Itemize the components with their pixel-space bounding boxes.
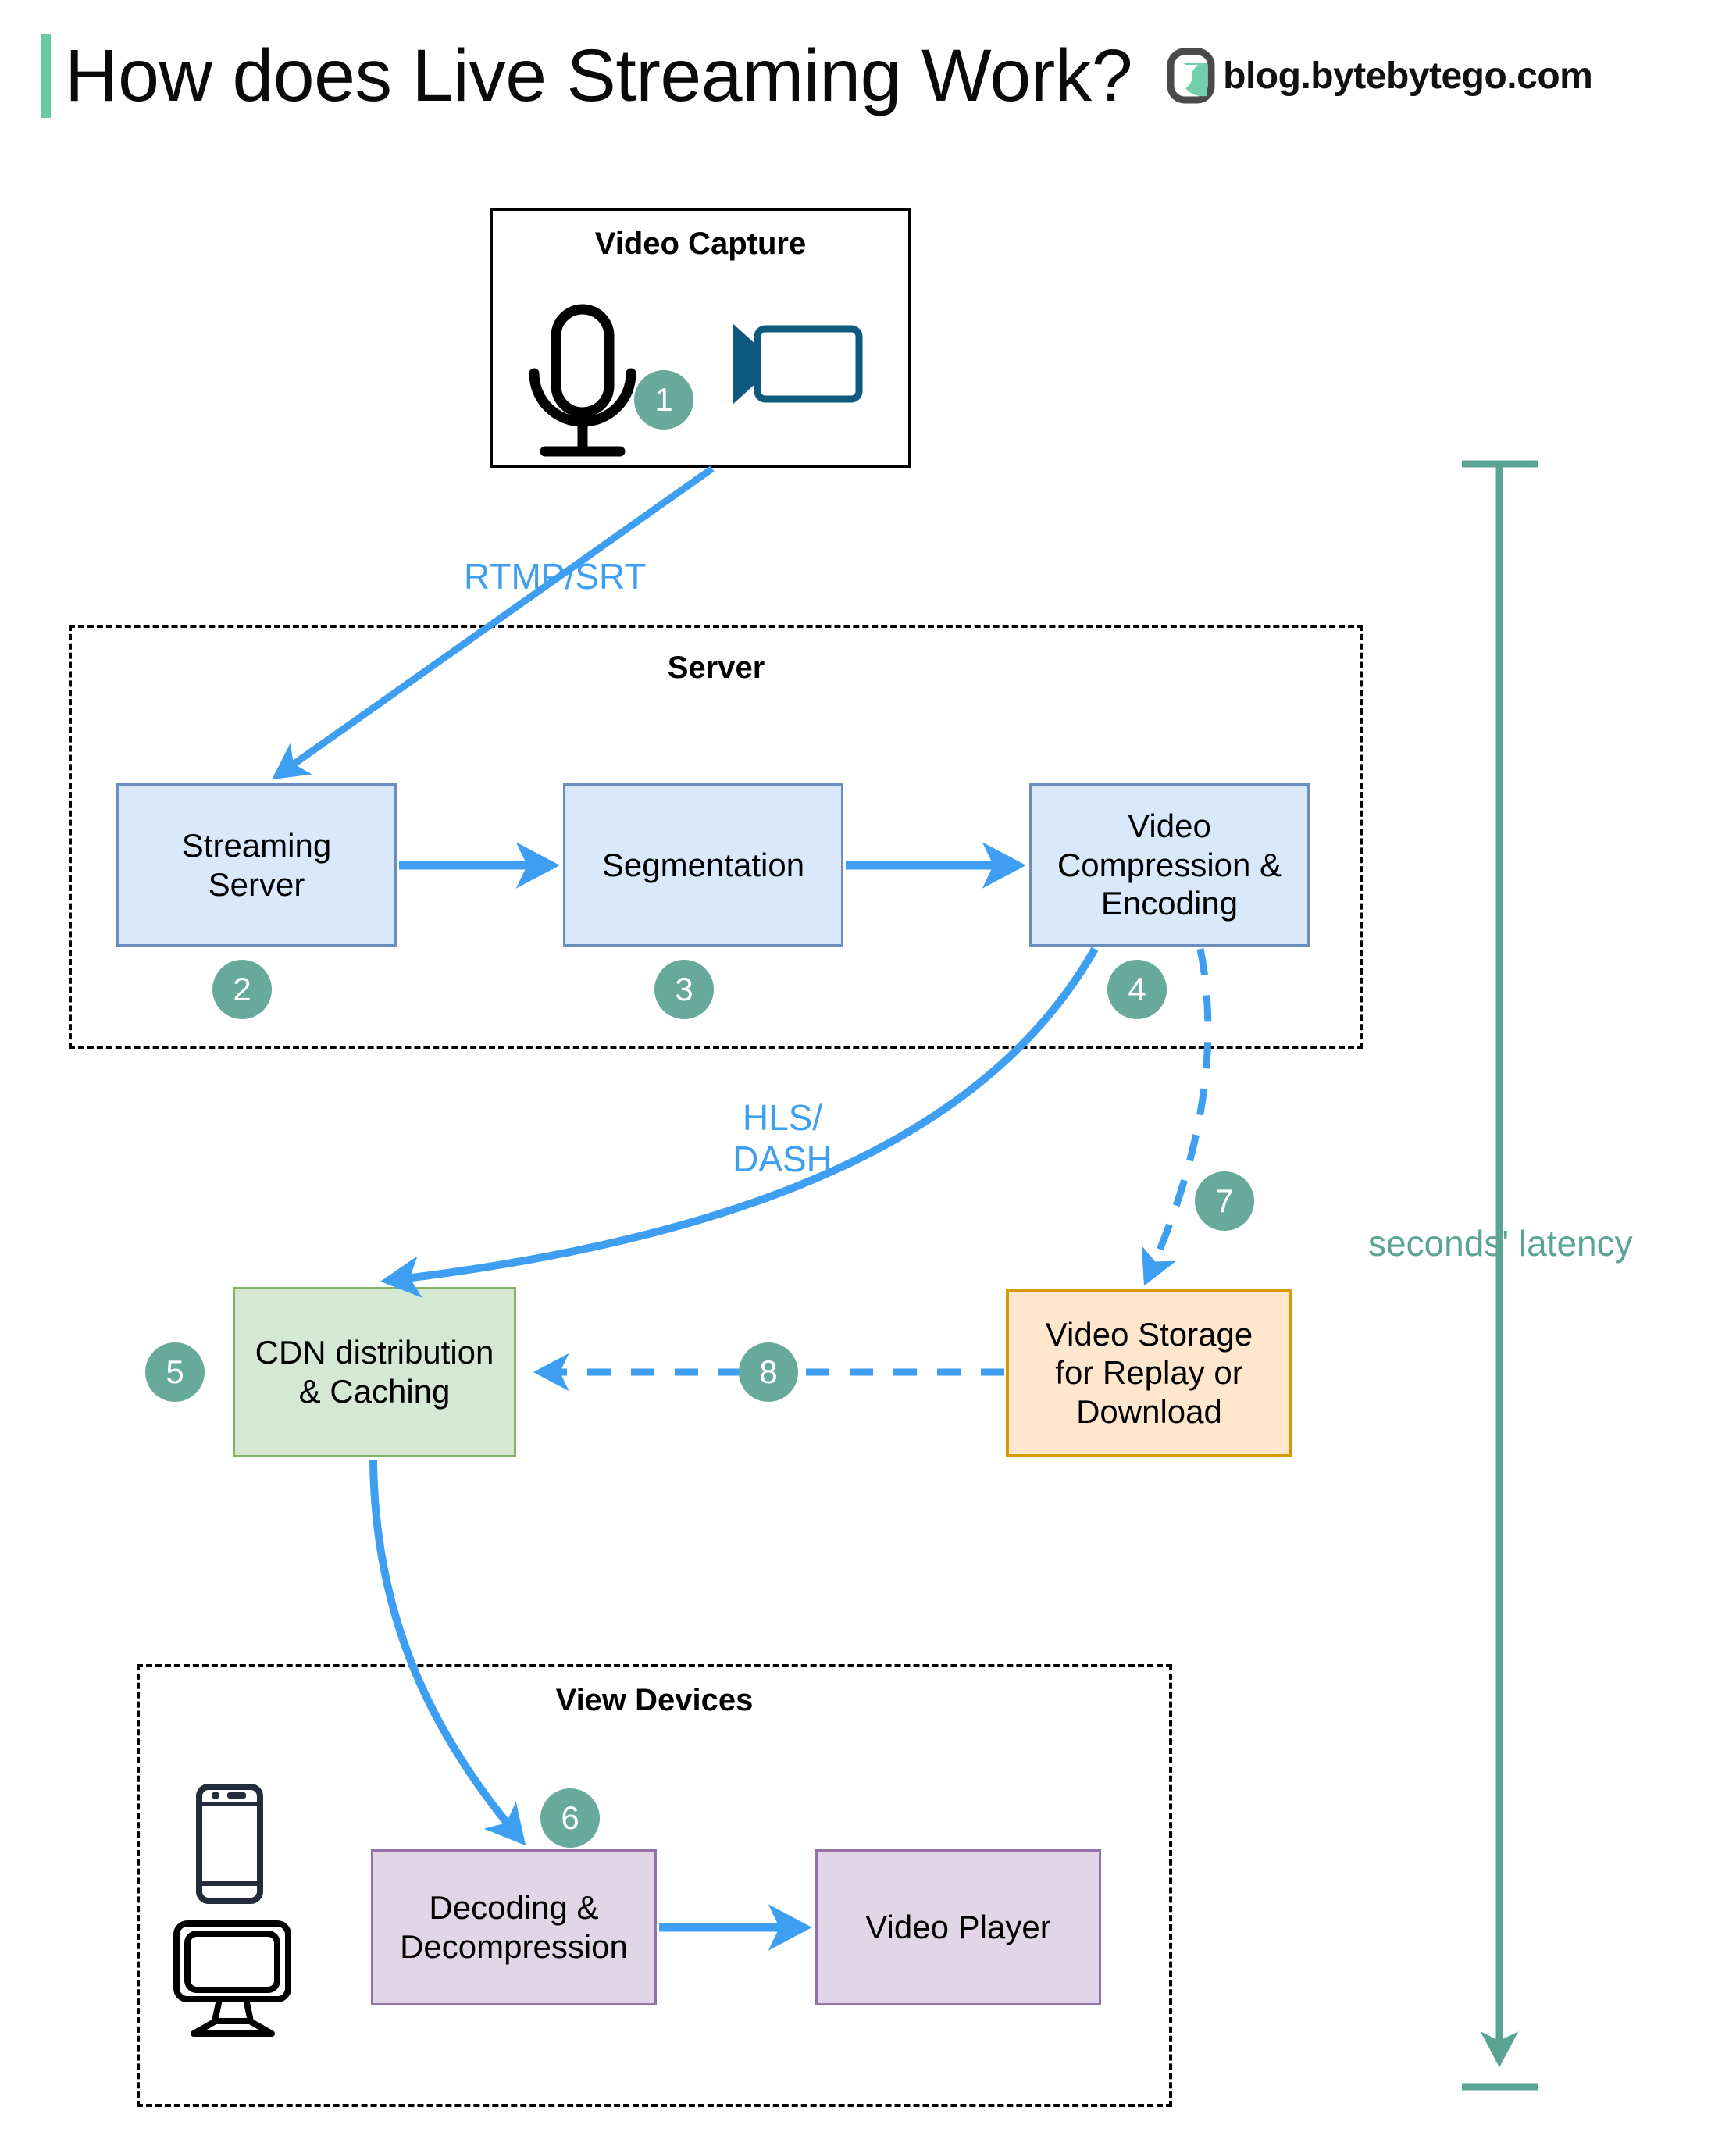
node-streaming-server-label: Streaming Server [181, 826, 332, 903]
node-video-compression-label: Video Compression & Encoding [1057, 808, 1282, 922]
view-devices-group [137, 1664, 1172, 2107]
step-badge-3: 3 [654, 960, 714, 1019]
node-video-compression[interactable]: Video Compression & Encoding [1029, 783, 1310, 947]
video-capture-title: Video Capture [594, 226, 807, 261]
brand[interactable]: blog.bytebytego.com [1167, 48, 1593, 104]
node-decoding-label: Decoding & Decompression [400, 1889, 628, 1965]
node-video-storage[interactable]: Video Storage for Replay or Download [1006, 1289, 1292, 1457]
node-segmentation[interactable]: Segmentation [563, 783, 843, 947]
title-accent-bar [41, 34, 51, 118]
node-video-player-label: Video Player [865, 1909, 1051, 1946]
brand-url: blog.bytebytego.com [1223, 55, 1593, 97]
step-badge-8: 8 [739, 1342, 798, 1402]
page-title: How does Live Streaming Work? [65, 34, 1133, 117]
node-decoding[interactable]: Decoding & Decompression [371, 1849, 657, 2005]
node-video-player[interactable]: Video Player [815, 1849, 1101, 2005]
step-badge-6: 6 [540, 1788, 600, 1848]
node-cdn-label: CDN distribution & Caching [255, 1334, 494, 1410]
view-devices-title: View Devices [555, 1683, 754, 1717]
edge-label-rtmp-srt: RTMP/SRT [464, 556, 647, 597]
edge-label-hls-dash: HLS/ DASH [733, 1097, 832, 1179]
latency-ruler [1462, 460, 1538, 2091]
step-badge-2: 2 [212, 960, 272, 1019]
node-video-storage-label: Video Storage for Replay or Download [1045, 1315, 1253, 1430]
step-badge-1: 1 [634, 370, 693, 430]
step-badge-4: 4 [1107, 960, 1167, 1019]
latency-annotation: seconds' latency [1368, 1223, 1633, 1264]
step-badge-5: 5 [145, 1342, 205, 1402]
server-title: Server [667, 651, 765, 685]
step-badge-7: 7 [1195, 1171, 1254, 1231]
page-header: How does Live Streaming Work? blog.byteb… [41, 33, 1593, 119]
node-cdn[interactable]: CDN distribution & Caching [233, 1287, 516, 1457]
node-segmentation-label: Segmentation [601, 846, 805, 883]
bytebytego-logo-icon [1167, 48, 1215, 104]
node-streaming-server[interactable]: Streaming Server [116, 783, 397, 947]
